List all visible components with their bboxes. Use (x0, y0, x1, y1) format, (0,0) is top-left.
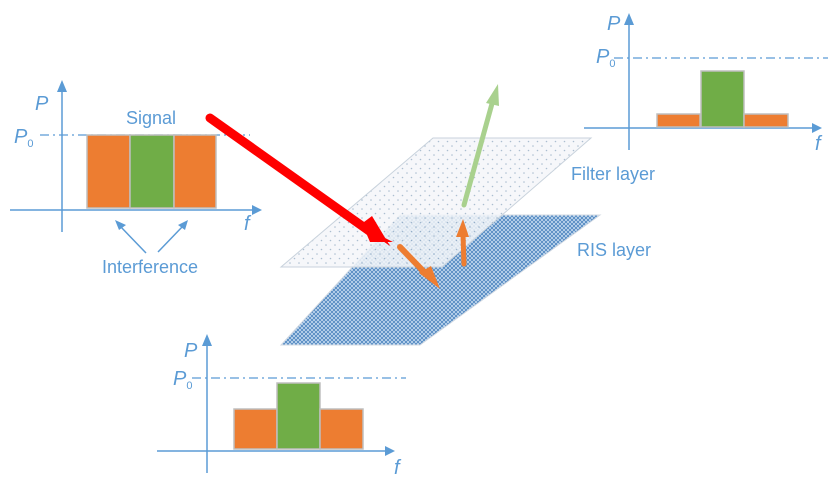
ris-layer-label: RIS layer (577, 240, 651, 260)
signal-bar (129, 134, 175, 209)
signal-bar (276, 382, 321, 450)
interference-pointer (119, 225, 147, 254)
f-axis-label: f (815, 133, 823, 155)
y-axis-arrowhead (202, 334, 212, 346)
transmitted-arrowhead (419, 266, 440, 289)
p0-label: P0 (14, 126, 33, 150)
f-axis-label: f (244, 213, 252, 235)
p-axis-label: P (184, 340, 198, 362)
reflected-spectrum: P P0 f (157, 334, 406, 478)
surface-layers: Filter layer RIS layer (279, 137, 655, 346)
filtered-output-arrowhead (486, 84, 499, 106)
interference-pointer-head (115, 220, 126, 230)
filtered-spectrum: P P0 f (584, 13, 828, 155)
y-axis-arrowhead (624, 13, 634, 25)
signal-label: Signal (126, 108, 176, 128)
interference-bar (656, 113, 701, 128)
interference-bar (86, 134, 131, 209)
filter-layer (279, 137, 593, 268)
interference-label: Interference (102, 257, 198, 277)
interference-pointer-head (178, 220, 188, 230)
incident-arrow (205, 113, 377, 238)
interference-bar (173, 134, 217, 209)
f-axis-label: f (394, 457, 402, 478)
incident-arrowhead (360, 216, 390, 246)
interference-bar (233, 408, 278, 450)
p-axis-label: P (35, 93, 49, 115)
x-axis-arrowhead (812, 123, 822, 133)
filter-layer-label: Filter layer (571, 164, 655, 184)
signal-bar (700, 70, 745, 128)
interference-pointer (157, 225, 184, 253)
p0-label: P0 (173, 368, 192, 392)
signal-path-arrows (205, 84, 499, 289)
y-axis-arrowhead (57, 80, 67, 92)
reflected-arrowhead (456, 219, 469, 237)
filtered-output-arrow (461, 97, 496, 208)
ris-layer (279, 214, 602, 346)
p0-label: P0 (596, 46, 615, 70)
x-axis-arrowhead (385, 446, 395, 456)
reflected-arrow (460, 232, 467, 267)
interference-bar (319, 408, 364, 450)
incoming-spectrum: P P0 f Signal Interference (10, 80, 262, 277)
transmitted-through-filter-arrow (397, 244, 430, 278)
p-axis-label: P (607, 13, 621, 35)
x-axis-arrowhead (252, 205, 262, 215)
interference-bar (743, 113, 789, 128)
